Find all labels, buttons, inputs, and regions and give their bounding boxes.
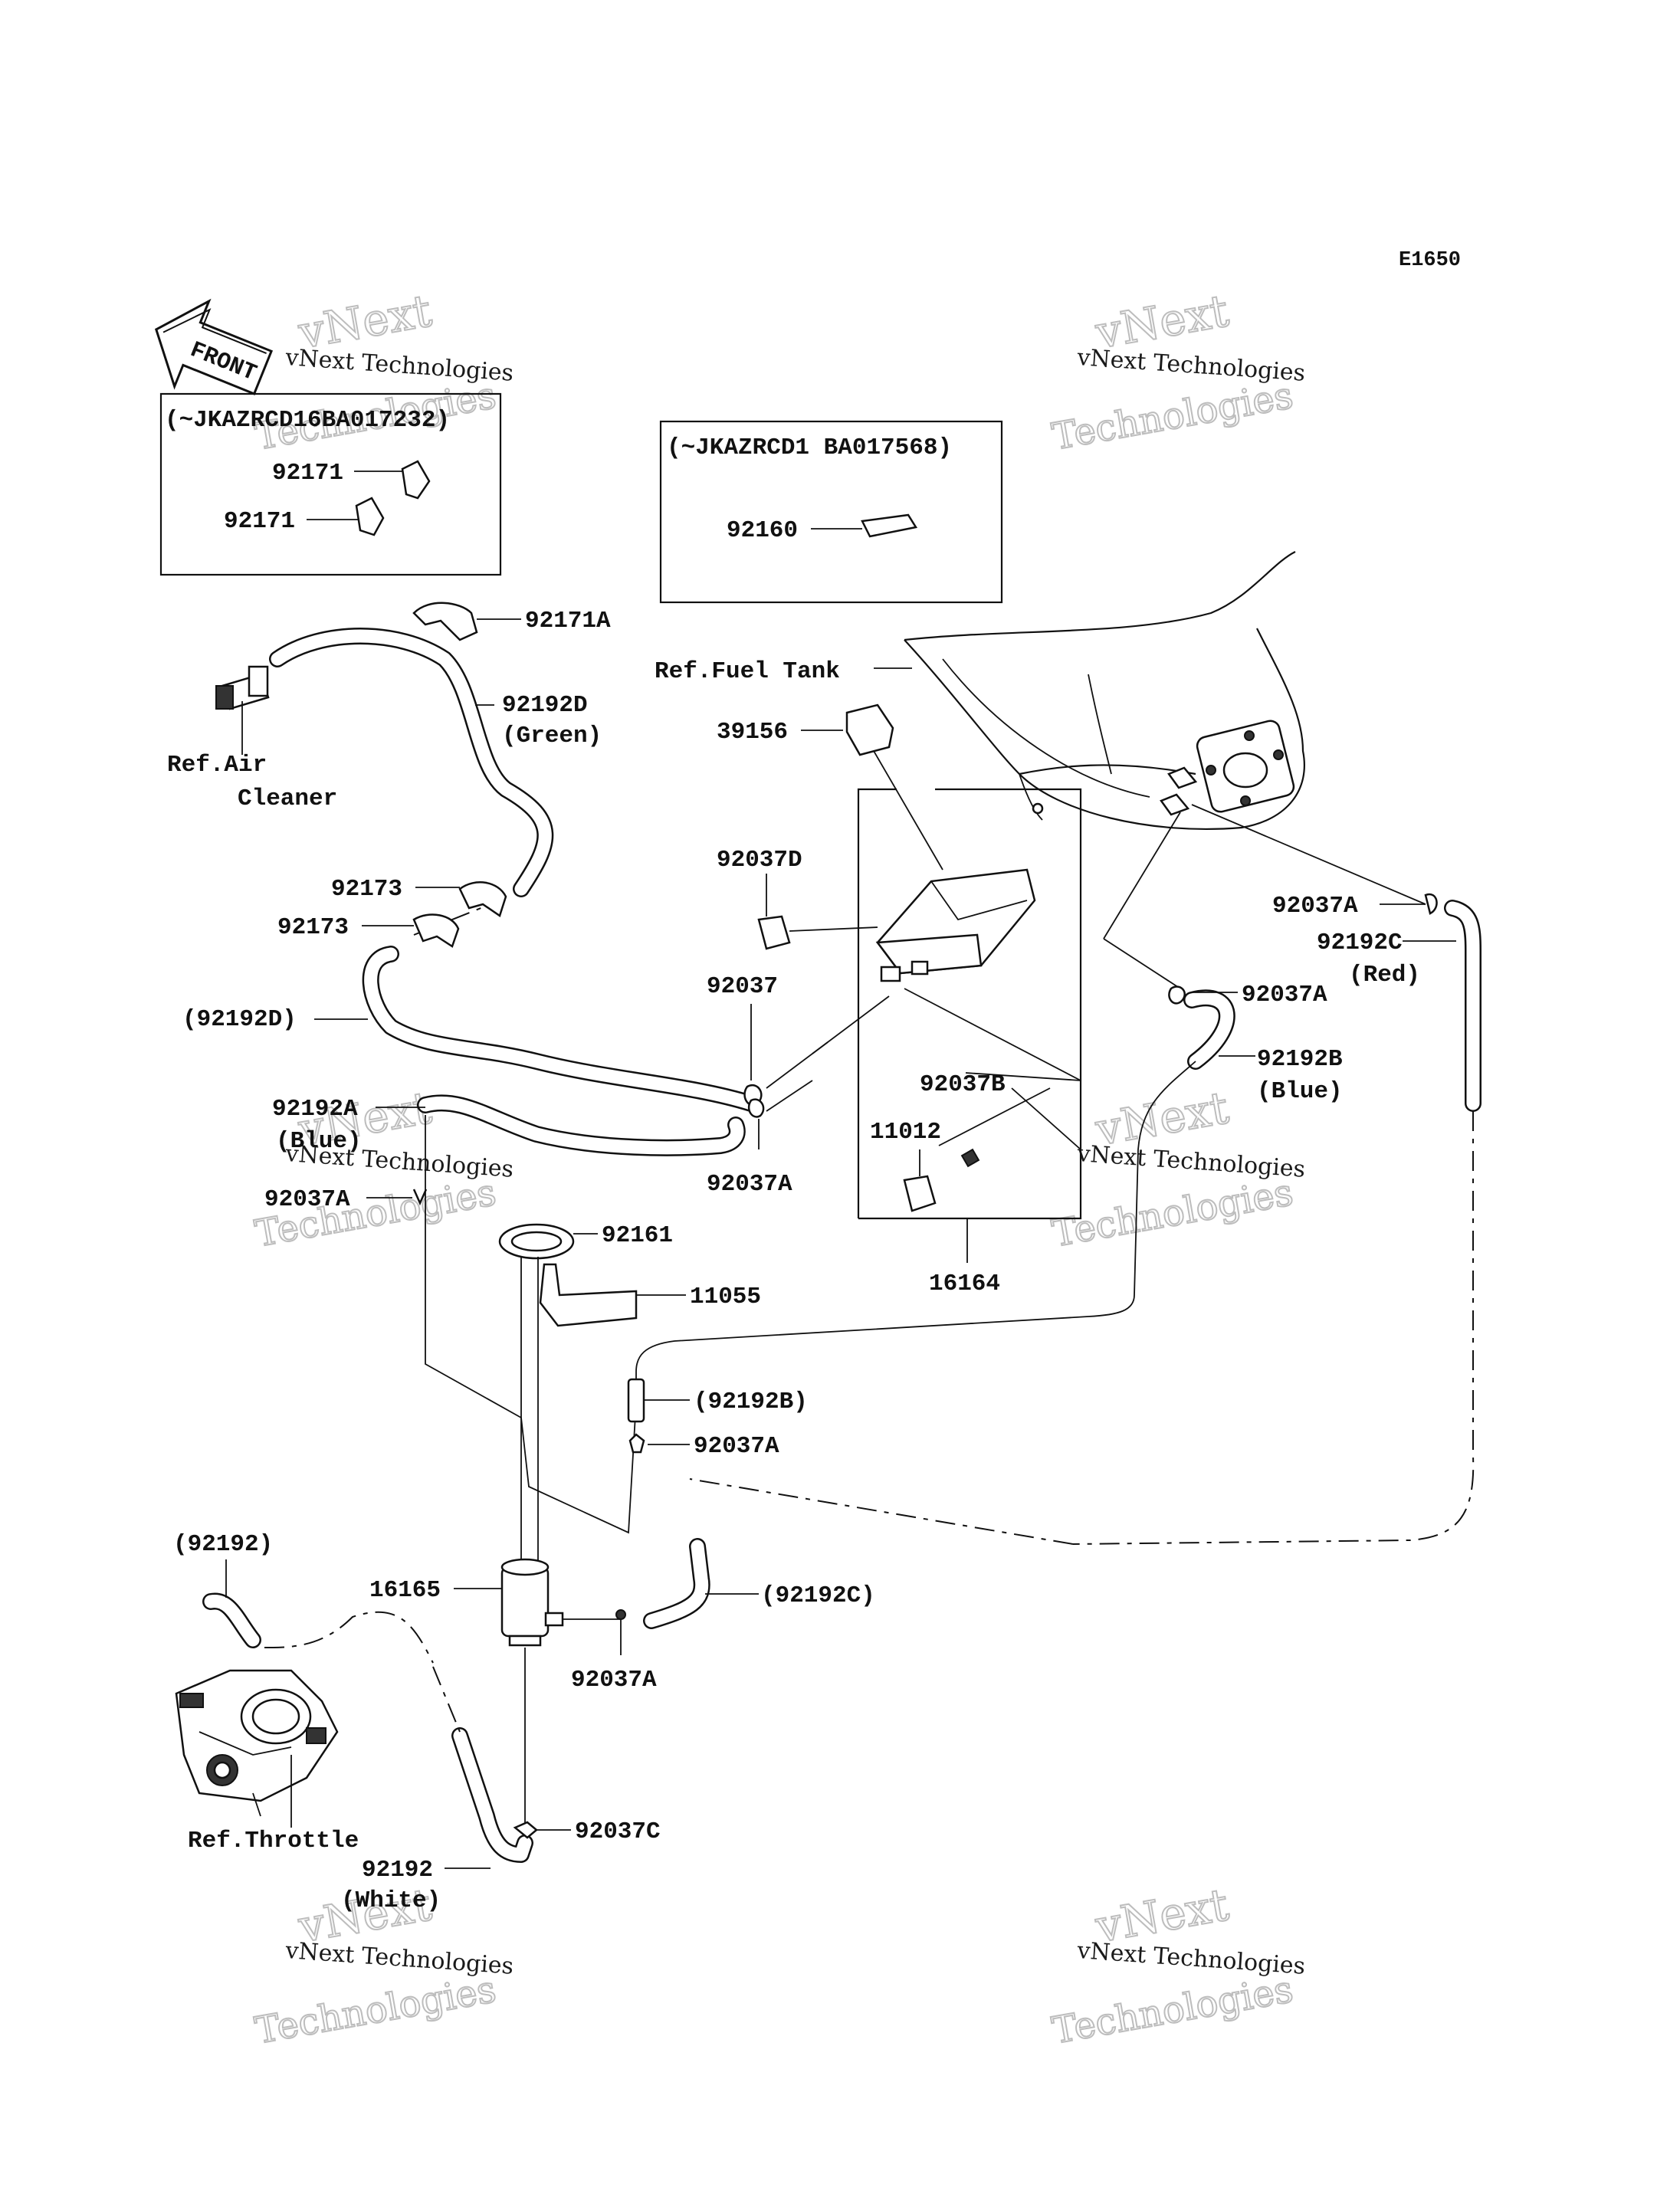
- label-92192C-ref: (92192C): [761, 1582, 875, 1609]
- label-ref-air: Ref.Air: [167, 752, 267, 779]
- label-92037: 92037: [707, 973, 778, 1000]
- clip-92037A-under-icon: [747, 1098, 765, 1118]
- label-92192: 92192: [362, 1857, 433, 1884]
- label-blue-left: (Blue): [276, 1128, 362, 1155]
- label-92192B: 92192B: [1257, 1046, 1343, 1073]
- clip-92037A-mid-icon: [1168, 985, 1186, 1005]
- bracket-11055-icon: [539, 1263, 638, 1327]
- part-39156-icon: [845, 703, 894, 756]
- filter-16165: [500, 1257, 564, 1831]
- label-white: (White): [341, 1887, 441, 1914]
- label-92037A-left: 92037A: [264, 1186, 350, 1213]
- clip-92037A-bottom-icon: [615, 1609, 626, 1620]
- hose-92192-white: [432, 1666, 533, 1863]
- ring-92161-icon: [498, 1223, 575, 1260]
- label-ref-fuel-tank: Ref.Fuel Tank: [655, 658, 840, 685]
- canister-16164: [857, 750, 1082, 1220]
- label-92037A-bottom: 92037A: [571, 1667, 657, 1694]
- label-92171A: 92171A: [525, 608, 611, 635]
- label-green: (Green): [502, 723, 602, 749]
- watermark-line3: Technologies: [1049, 1968, 1297, 2052]
- label-92037D: 92037D: [717, 847, 802, 874]
- label-92037A-tank: 92037A: [1272, 893, 1358, 920]
- label-92037B: 92037B: [920, 1071, 1006, 1098]
- clip-92037A-tank-icon: [1424, 893, 1438, 915]
- watermark-line3: Technologies: [1049, 1171, 1297, 1255]
- clip-92173-b-icon: [412, 913, 460, 948]
- watermark-line3: Technologies: [252, 1171, 500, 1255]
- label-39156: 39156: [717, 719, 788, 746]
- pad-92160-icon: [861, 513, 918, 538]
- hose-92192B-ref-icon: [627, 1378, 645, 1423]
- plug-11012-icon: [903, 1175, 937, 1212]
- label-blue-right: (Blue): [1257, 1078, 1343, 1105]
- watermark-line2: vNext Technologies: [284, 1937, 514, 1980]
- clip-92037A-low-icon: [628, 1433, 645, 1454]
- label-11012: 11012: [870, 1119, 941, 1146]
- label-92160: 92160: [727, 517, 798, 544]
- label-92192A: 92192A: [272, 1096, 358, 1123]
- clip-92037C-icon: [513, 1821, 538, 1839]
- label-red: (Red): [1349, 962, 1420, 989]
- label-92037A-low: 92037A: [694, 1433, 779, 1460]
- label-92171-a: 92171: [272, 460, 343, 487]
- label-92037A-mid: 92037A: [1242, 982, 1327, 1008]
- hose-92192C: [689, 900, 1481, 1545]
- variant-box-b: (~JKAZRCD1 BA017568) 92160: [659, 420, 1003, 604]
- diagram-code: E1650: [1399, 249, 1461, 272]
- clip-92173-a-icon: [458, 881, 507, 917]
- label-16165: 16165: [369, 1577, 441, 1604]
- box-b-title: (~JKAZRCD1 BA017568): [667, 434, 952, 461]
- hose-92192-ref: [202, 1592, 434, 1664]
- label-cleaner: Cleaner: [238, 785, 337, 812]
- label-92192C: 92192C: [1317, 930, 1403, 956]
- label-92192-ref: (92192): [173, 1531, 273, 1558]
- label-92161: 92161: [602, 1222, 673, 1249]
- hose-92192B: [635, 989, 1235, 1402]
- clip-92037B-icon: [960, 1148, 980, 1168]
- label-92037C: 92037C: [575, 1818, 661, 1845]
- bracket-92037D-icon: [757, 915, 791, 950]
- label-11055: 11055: [690, 1284, 761, 1310]
- hose-92192C-ref: [643, 1538, 710, 1629]
- clip-92171A-icon: [412, 602, 478, 641]
- hose-92192A: [417, 1094, 746, 1156]
- watermark-line2: vNext Technologies: [1075, 1140, 1306, 1183]
- label-92173-b: 92173: [277, 914, 349, 941]
- label-92037A-under: 92037A: [707, 1171, 792, 1198]
- watermark-line2: vNext Technologies: [1075, 344, 1306, 387]
- watermark-line3: Technologies: [252, 1968, 500, 2052]
- variant-box-a: (~JKAZRCD16BA017232) 92171 92171: [159, 392, 502, 576]
- air-cleaner-fitting-icon: [215, 665, 270, 710]
- label-16164: 16164: [929, 1271, 1000, 1297]
- label-92173-a: 92173: [331, 876, 402, 903]
- box-a-title: (~JKAZRCD16BA017232): [165, 407, 450, 434]
- watermark-line2: vNext Technologies: [284, 344, 514, 387]
- clip-92171-icon: [355, 460, 431, 536]
- label-92192B-ref: (92192B): [694, 1389, 808, 1415]
- watermark-line2: vNext Technologies: [1075, 1937, 1306, 1980]
- label-92171-b: 92171: [224, 508, 295, 535]
- watermark-line3: Technologies: [1049, 374, 1297, 458]
- label-92192D: 92192D: [502, 692, 588, 719]
- fuel-tank-icon: [904, 551, 1305, 830]
- label-ref-throttle: Ref.Throttle: [188, 1828, 359, 1854]
- label-92192D-ref: (92192D): [182, 1006, 297, 1033]
- throttle-body-icon: [175, 1669, 339, 1817]
